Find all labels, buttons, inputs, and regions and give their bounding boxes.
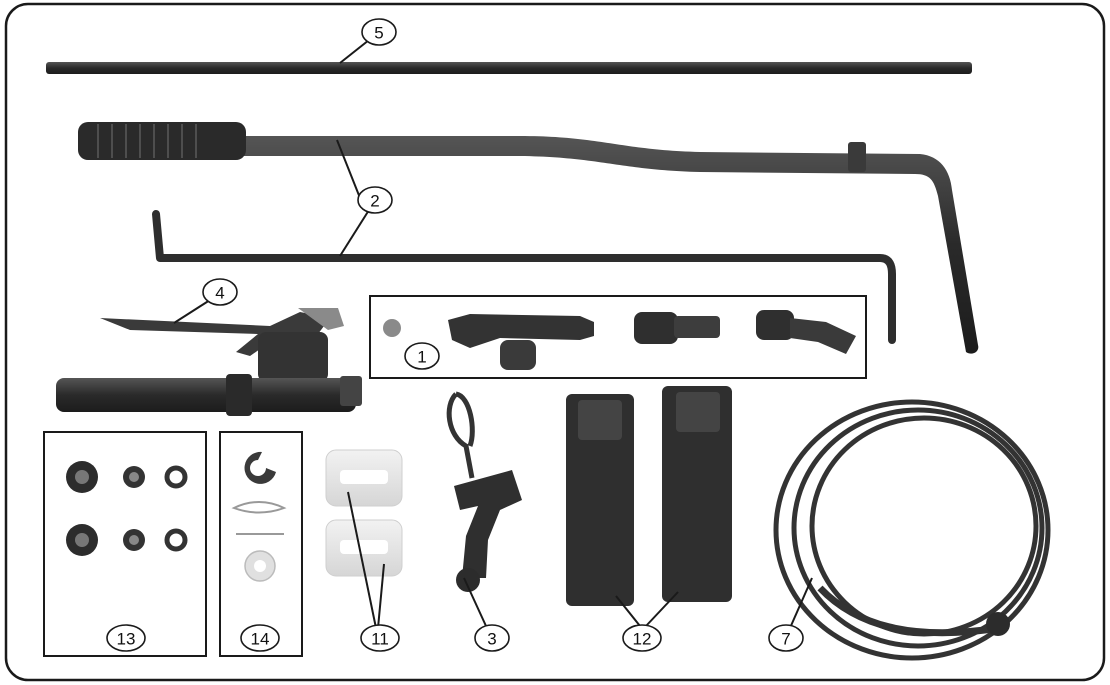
part-2-bent-rod bbox=[152, 210, 896, 344]
group-box-13 bbox=[43, 431, 207, 657]
callout-3: 3 bbox=[474, 624, 510, 652]
part-11-buckles bbox=[325, 449, 403, 577]
part-7-coiled-hose bbox=[773, 399, 1051, 661]
part-2-handle-wand bbox=[78, 122, 979, 354]
part-1-nozzles bbox=[383, 310, 856, 370]
group-box-1 bbox=[369, 295, 867, 379]
part-13-fittings bbox=[66, 461, 188, 556]
callout-11: 11 bbox=[360, 624, 400, 652]
callout-14-label: 14 bbox=[251, 630, 270, 649]
callout-5-label: 5 bbox=[374, 24, 383, 43]
callout-7-label: 7 bbox=[781, 630, 790, 649]
callout-11-label: 11 bbox=[371, 630, 389, 649]
callout-3-label: 3 bbox=[487, 630, 496, 649]
callout-13: 13 bbox=[106, 624, 146, 652]
callout-13-label: 13 bbox=[117, 630, 136, 649]
callout-12-label: 12 bbox=[633, 630, 652, 649]
callout-4-label: 4 bbox=[215, 284, 224, 303]
group-box-14 bbox=[219, 431, 303, 657]
callout-12: 12 bbox=[622, 624, 662, 652]
callout-4: 4 bbox=[202, 278, 238, 306]
callout-1: 1 bbox=[404, 342, 440, 370]
part-4-trigger-handle bbox=[56, 308, 362, 416]
callout-7: 7 bbox=[768, 624, 804, 652]
part-5-extension-wand bbox=[46, 62, 972, 74]
callout-2-label: 2 bbox=[370, 192, 379, 211]
outer-frame bbox=[4, 2, 1106, 682]
part-12-straps bbox=[566, 386, 732, 606]
part-14-clips bbox=[231, 451, 287, 582]
part-3-elbow-connector bbox=[446, 391, 522, 592]
callout-1-label: 1 bbox=[417, 348, 426, 367]
callout-2: 2 bbox=[357, 186, 393, 214]
callout-5: 5 bbox=[361, 18, 397, 46]
callout-14: 14 bbox=[240, 624, 280, 652]
